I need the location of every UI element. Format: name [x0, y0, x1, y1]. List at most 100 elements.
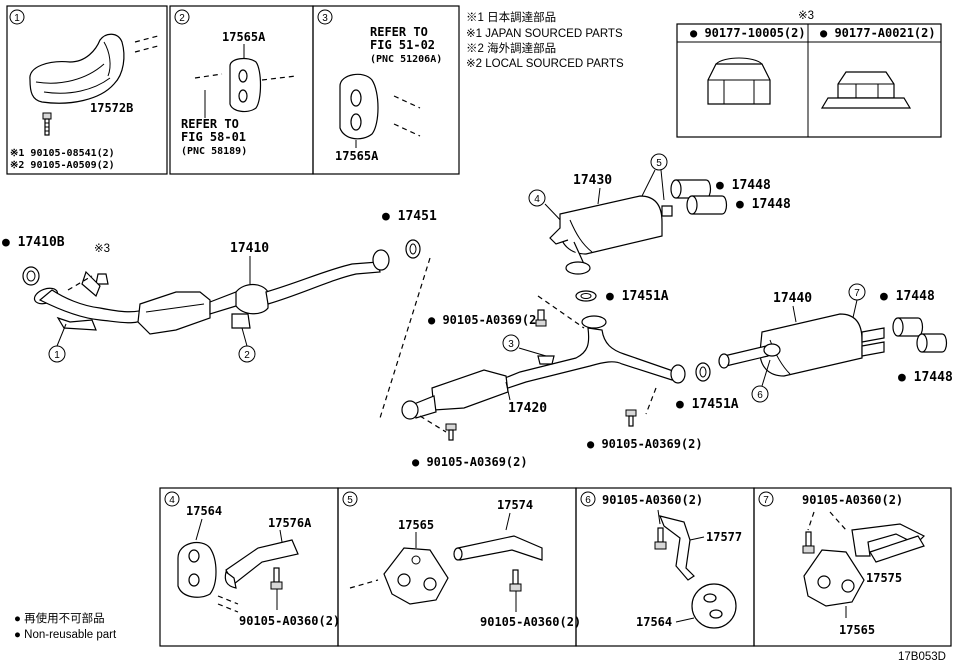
legend-line-1: ● 再使用不可部品 — [14, 611, 105, 625]
part-17565A-label-a: 17565A — [222, 30, 266, 44]
inset-4-bolt-label: 90105-A0360(2) — [239, 614, 340, 628]
part-17572B-label: 17572B — [90, 101, 133, 115]
tail-pipe-ring — [670, 179, 712, 199]
bolt-icon — [625, 409, 637, 427]
bolt-label-a: ● 90105-A0369(2) — [428, 313, 544, 327]
nut-table-frame — [676, 23, 942, 138]
part-17564-label-b: 17564 — [636, 615, 672, 629]
nut-table-title: ※3 — [798, 10, 814, 22]
rubber-hanger-icon — [339, 73, 379, 140]
gasket-icon — [22, 266, 40, 286]
rubber-hanger-icon — [383, 547, 449, 605]
inset-2-ref-1: REFER TO — [181, 117, 239, 131]
nut-table-col-2: ● 90177-A0021(2) — [820, 26, 936, 40]
part-17565-label-a: 17565 — [398, 518, 434, 532]
inset-2-badge — [174, 9, 190, 25]
callout-5 — [650, 153, 668, 171]
part-17430-label: 17430 — [573, 173, 612, 188]
bolt-icon — [654, 527, 667, 550]
inset-1-number: 1 — [14, 13, 20, 24]
bolt-icon — [509, 569, 522, 592]
rubber-hanger-icon — [177, 541, 217, 598]
bolt-icon — [270, 567, 283, 590]
part-17420-label: 17420 — [508, 401, 547, 416]
bolt-label-b: ● 90105-A0369(2) — [412, 455, 528, 469]
heat-insulator-bracket — [29, 33, 125, 104]
bolt-icon — [802, 531, 815, 554]
part-17451A-label-a: ● 17451A — [606, 289, 669, 304]
rubber-hanger-icon — [229, 57, 262, 113]
inset-2-ref-3: (PNC 58189) — [181, 146, 247, 157]
part-17451-label: ● 17451 — [382, 209, 437, 224]
part-17564-label-a: 17564 — [186, 504, 222, 518]
inset-6-number: 6 — [585, 495, 591, 506]
part-17575-label: 17575 — [866, 571, 902, 585]
inset-4-number: 4 — [169, 495, 175, 506]
inset-7-badge — [758, 491, 774, 507]
callout-4-number: 4 — [534, 194, 540, 205]
figure-code: 17B053D — [898, 651, 946, 663]
callout-3 — [502, 334, 520, 352]
part-17574-label: 17574 — [497, 498, 533, 512]
inset-3-badge — [317, 9, 333, 25]
legend-line-2: ● Non-reusable part — [14, 629, 117, 641]
part-17577-label: 17577 — [706, 530, 742, 544]
inset-5-bolt-label: 90105-A0360(2) — [480, 615, 581, 629]
hanger-bracket — [225, 539, 299, 585]
note-line-4: ※2 LOCAL SOURCED PARTS — [466, 58, 624, 70]
part-17448-label-a: ● 17448 — [716, 178, 771, 193]
inset-3-ref-1: REFER TO — [370, 25, 428, 39]
callout-1-number: 1 — [54, 350, 60, 361]
note-ref-3: ※3 — [94, 243, 110, 255]
rubber-hanger-icon — [691, 583, 737, 629]
inset-1-bolt-1: ※1 90105-08541(2) — [10, 148, 115, 159]
note-line-3: ※2 海外調達部品 — [466, 41, 556, 55]
inset-7-frame — [753, 487, 952, 647]
part-17440-label: 17440 — [773, 291, 812, 306]
nut-table-col-1: ● 90177-10005(2) — [690, 26, 806, 40]
part-17565-label-b: 17565 — [839, 623, 875, 637]
note-line-2: ※1 JAPAN SOURCED PARTS — [466, 28, 623, 40]
tail-pipe-ring — [686, 195, 728, 215]
inset-1-frame — [6, 5, 168, 175]
part-17451A-label-b: ● 17451A — [676, 397, 739, 412]
center-muffler — [549, 195, 673, 275]
tail-pipe-ring — [892, 317, 924, 337]
inset-3-frame — [312, 5, 460, 175]
inset-6-bolt-label: 90105-A0360(2) — [602, 493, 703, 507]
tail-pipe-ring — [916, 333, 948, 353]
gasket-icon — [405, 239, 421, 259]
inset-7-number: 7 — [763, 495, 769, 506]
callout-6-number: 6 — [757, 390, 763, 401]
hex-nut-icon — [707, 57, 771, 105]
nut-icon — [95, 273, 109, 285]
inset-6-badge — [580, 491, 596, 507]
bolt-icon — [42, 112, 52, 136]
callout-7-number: 7 — [854, 288, 860, 299]
pipe-stub-1 — [134, 35, 159, 53]
callout-3-number: 3 — [508, 339, 514, 350]
inset-7-bolt-label: 90105-A0360(2) — [802, 493, 903, 507]
gasket-icon — [695, 362, 711, 382]
inset-3-number: 3 — [322, 13, 328, 24]
inset-1-badge — [9, 9, 25, 25]
callout-5-number: 5 — [656, 158, 662, 169]
part-17565A-label-b: 17565A — [335, 149, 379, 163]
part-17448-label-b: ● 17448 — [736, 197, 791, 212]
hanger-rod — [457, 535, 543, 561]
inset-4-badge — [164, 491, 180, 507]
inset-5-number: 5 — [347, 495, 353, 506]
part-17448-label-d: ● 17448 — [898, 370, 953, 385]
hanger-rod — [659, 515, 695, 581]
note-line-1: ※1 日本調達部品 — [466, 10, 556, 24]
callout-4 — [528, 189, 546, 207]
hanger-rod — [851, 523, 926, 557]
callout-2-number: 2 — [244, 350, 250, 361]
inset-3-ref-3: (PNC 51206A) — [370, 54, 442, 65]
bolt-icon — [535, 309, 547, 327]
inset-1-bolt-2: ※2 90105-A0509(2) — [10, 160, 115, 171]
front-pipe-assembly — [33, 249, 390, 335]
rubber-hanger-icon — [803, 549, 865, 607]
